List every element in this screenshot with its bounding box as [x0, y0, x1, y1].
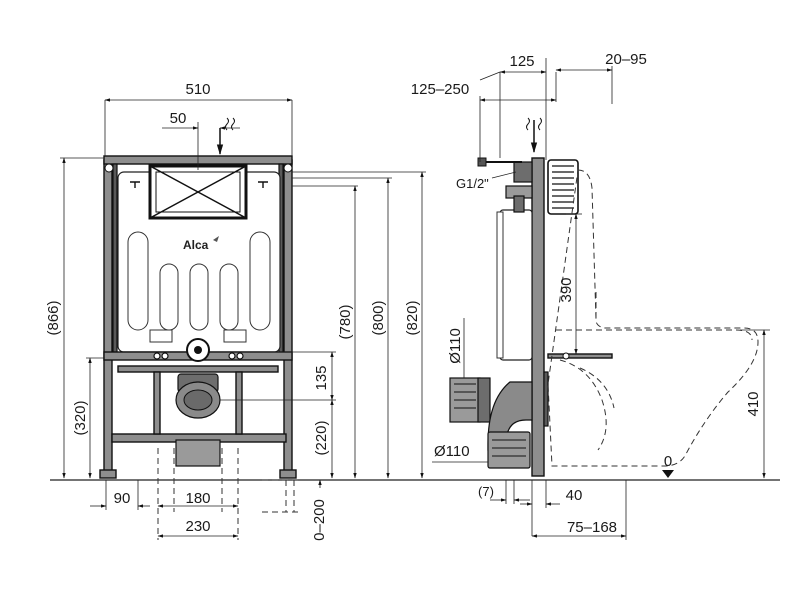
floor-zero-label: 0 — [664, 453, 672, 470]
dim-75-168: 75–168 — [567, 519, 617, 536]
dim-800: (800) — [370, 300, 387, 335]
dim-320: (320) — [72, 400, 89, 435]
front-view: Alca 510 — [45, 81, 426, 541]
flush-plate-box — [547, 159, 579, 215]
dim-0-200: 0–200 — [311, 499, 328, 541]
dim-510: 510 — [185, 81, 210, 98]
dim-180: 180 — [185, 490, 210, 507]
dim-125-250: 125–250 — [411, 81, 469, 98]
dim-40: 40 — [566, 487, 583, 504]
dim-20-95: 20–95 — [605, 51, 647, 68]
dim-820: (820) — [404, 300, 421, 335]
brand-logo: Alca — [183, 238, 209, 252]
side-frame — [531, 157, 545, 477]
dim-220: (220) — [313, 420, 330, 455]
side-view: 0 125 20–95 125–250 G1/2" 390 410 Ø110 Ø… — [411, 51, 770, 540]
wc-bowl-outline — [547, 169, 759, 467]
dim-780: (780) — [337, 304, 354, 339]
dim-390: 390 — [558, 277, 575, 302]
dim-230: 230 — [185, 518, 210, 535]
dim-410: 410 — [745, 391, 762, 416]
label-g12: G1/2" — [456, 176, 489, 191]
side-cistern — [499, 209, 533, 361]
frame-right-upright — [283, 159, 293, 477]
frame-left-upright — [103, 159, 113, 477]
dim-90: 90 — [114, 490, 131, 507]
dim-7: (7) — [478, 484, 494, 499]
dim-50: 50 — [170, 110, 187, 127]
dim-pipe-110-bottom: Ø110 — [434, 443, 470, 460]
dim-pipe-110-top: Ø110 — [447, 328, 464, 364]
dim-125: 125 — [509, 53, 534, 70]
dim-866: (866) — [45, 300, 62, 335]
dim-135: 135 — [313, 365, 330, 390]
tank-ribs — [127, 231, 271, 331]
